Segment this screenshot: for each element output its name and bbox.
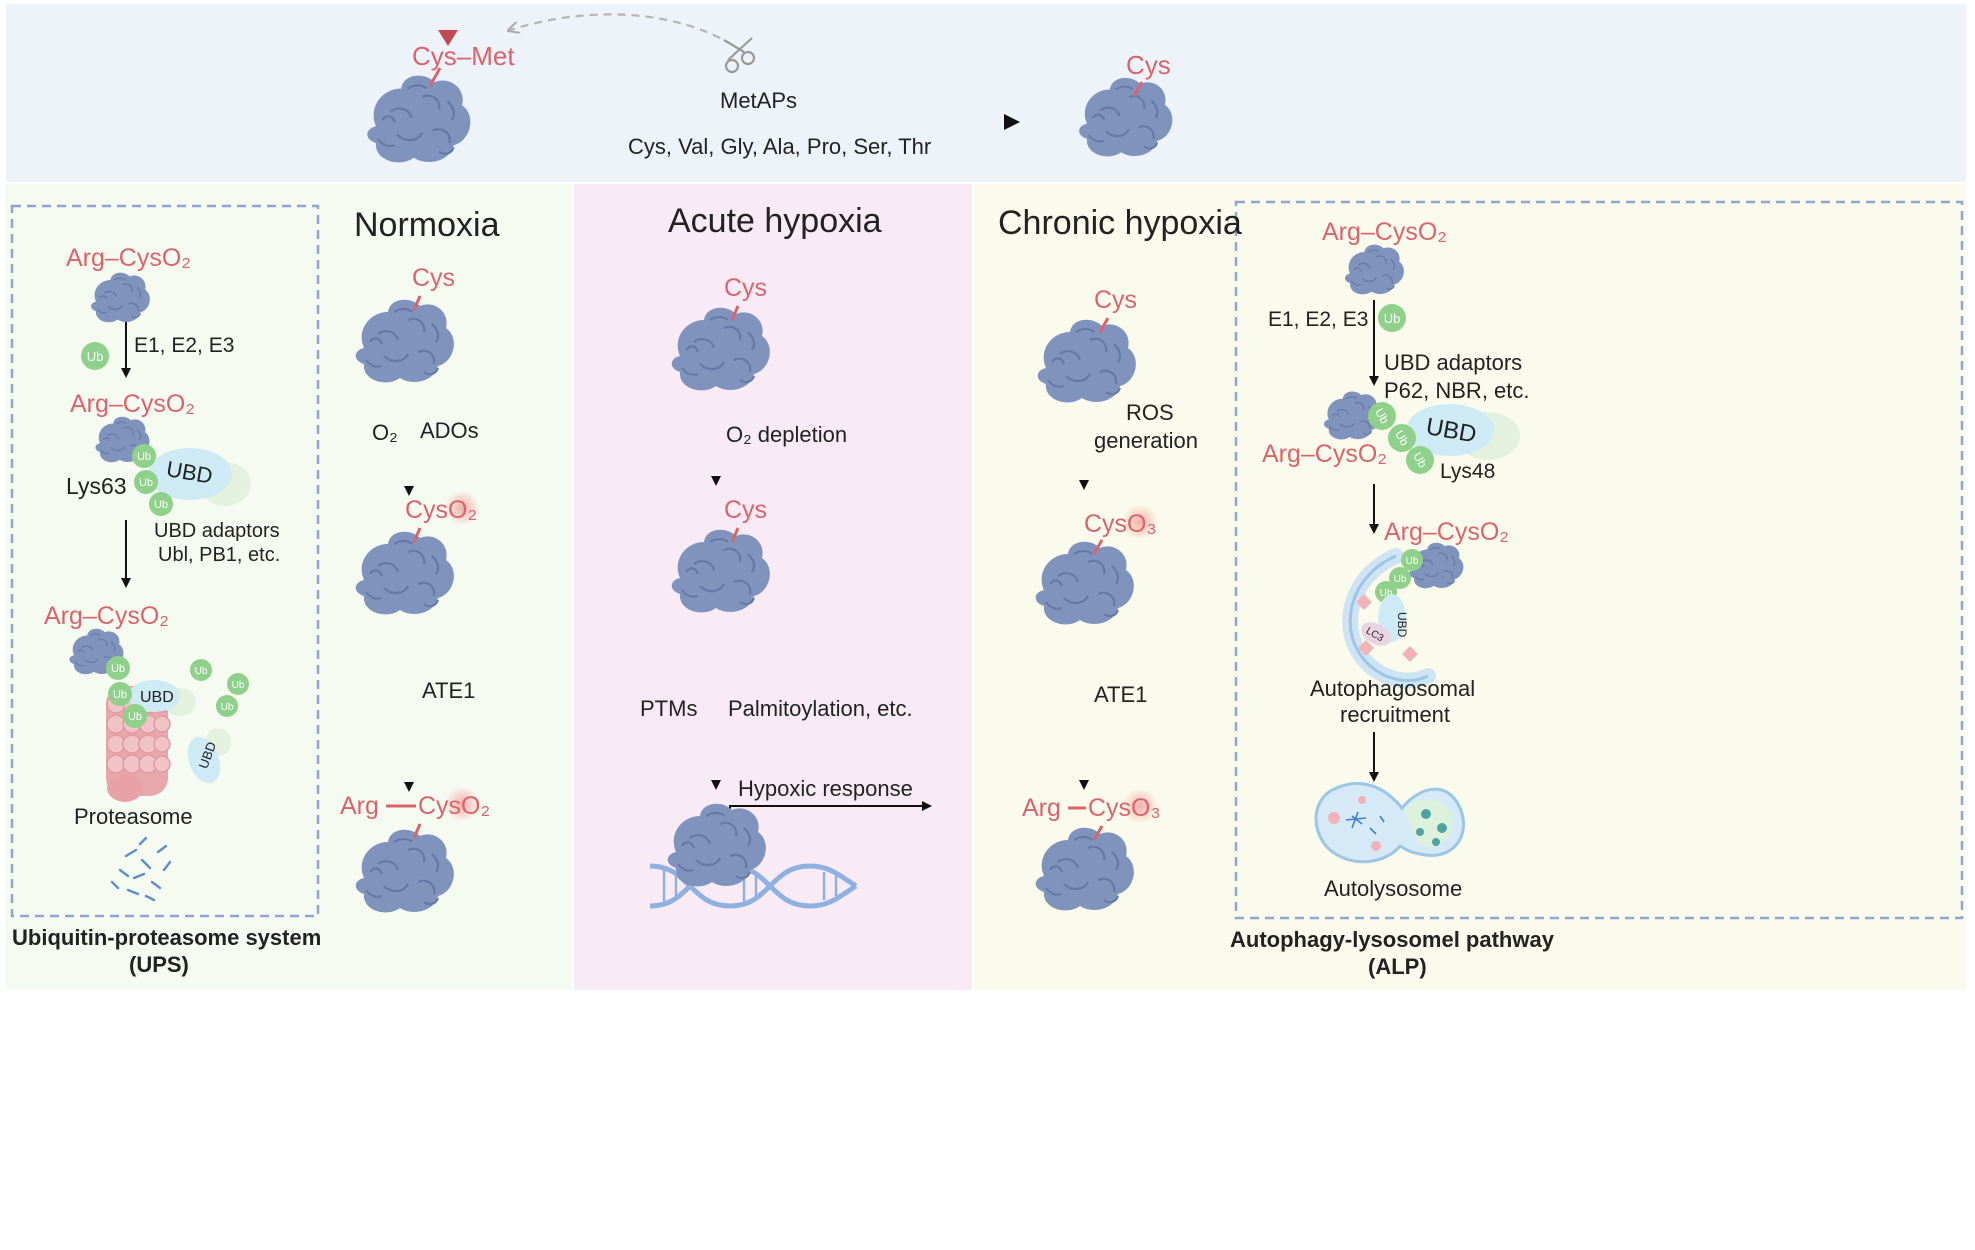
normoxia-ate1-label: ATE1	[422, 678, 475, 703]
acute-panel-bg	[574, 184, 972, 990]
svg-text:Ub: Ub	[221, 702, 234, 713]
svg-text:Ub: Ub	[1394, 574, 1407, 585]
ups-ub-chain: Ub Ub Ub	[132, 444, 173, 516]
chronic-ros-2: generation	[1094, 428, 1198, 453]
top-cys-label: Cys	[1126, 50, 1171, 80]
ups-adaptors-2: Ubl, PB1, etc.	[158, 544, 280, 566]
alp-ubd-shape	[1406, 404, 1494, 456]
ups-ubd-shape	[148, 448, 232, 500]
normoxia-cyso2: CysO₂	[405, 496, 477, 524]
proteasome-label: Proteasome	[74, 804, 193, 829]
ups-dashed-box	[10, 204, 320, 918]
alp-enzymes-label: E1, E2, E3	[1268, 308, 1368, 331]
ups-enzymes-label: E1, E2, E3	[134, 334, 234, 357]
ub-icon: Ub	[81, 342, 109, 370]
chronic-ate1-label: ATE1	[1094, 682, 1147, 707]
alp-dashed-box	[1234, 200, 1964, 920]
metaps-label: MetAPs	[720, 88, 797, 113]
svg-text:Ub: Ub	[1384, 311, 1401, 326]
chronic-arg-cys: CysO₃	[1088, 794, 1161, 822]
lys48-label: Lys48	[1440, 460, 1495, 483]
svg-text:Ub: Ub	[137, 451, 151, 463]
normoxia-title: Normoxia	[354, 206, 500, 244]
svg-text:Ub: Ub	[87, 349, 104, 364]
svg-text:Ub: Ub	[1406, 556, 1419, 567]
acute-cys-2: Cys	[724, 496, 767, 524]
chronic-cys: Cys	[1094, 286, 1137, 314]
acute-ptms-label: PTMs	[640, 696, 697, 721]
acute-cys-1: Cys	[724, 274, 767, 302]
scissors-icon	[723, 37, 756, 74]
alp-adaptors-2: P62, NBR, etc.	[1384, 378, 1530, 403]
free-ubd-shape: UBD	[187, 728, 231, 784]
autophagosome-icon	[1342, 548, 1436, 689]
svg-text:Ub: Ub	[139, 477, 153, 489]
alp-label-1: Arg–CysO₂	[1322, 218, 1447, 246]
svg-text:Ub: Ub	[232, 680, 245, 691]
proteasome-ub-chain: Ub Ub Ub	[106, 656, 147, 728]
chronic-cyso3: CysO₃	[1084, 510, 1157, 538]
normoxia-cys: Cys	[412, 264, 455, 292]
autolysosome-icon	[1314, 782, 1466, 864]
acute-palm-label: Palmitoylation, etc.	[728, 696, 913, 721]
cleavage-dashed-arrow	[510, 13, 721, 39]
alp-recruit-2: recruitment	[1340, 702, 1450, 727]
ups-title-2: (UPS)	[129, 952, 189, 977]
top-uncleaved-protein	[366, 67, 472, 164]
alp-autophagosome-ubd-label: UBD	[1395, 612, 1409, 638]
alp-label-2: Arg–CysO₂	[1262, 440, 1387, 468]
proteasome-icon	[106, 686, 171, 802]
alp-title-1: Autophagy-lysosomel pathway	[1230, 927, 1555, 952]
alp-adaptors-1: UBD adaptors	[1384, 350, 1522, 375]
chronic-arg: Arg	[1022, 794, 1061, 822]
alp-label-3: Arg–CysO₂	[1384, 518, 1509, 546]
svg-text:Ub: Ub	[128, 711, 142, 723]
top-cys-met-label: Cys–Met	[412, 41, 515, 71]
alp-ub-chain: Ub Ub Ub	[1368, 402, 1434, 474]
ups-adaptors-1: UBD adaptors	[154, 520, 280, 542]
svg-text:Ub: Ub	[1410, 450, 1430, 471]
svg-text:Ub: Ub	[1372, 406, 1392, 427]
svg-text:Ub: Ub	[111, 663, 125, 675]
proteasome-ubd-shape	[128, 680, 180, 712]
chronic-panel-bg	[974, 184, 1966, 990]
free-ub-cluster: Ub Ub Ub	[190, 659, 249, 717]
alp-autophagosome-ub-chain: Ub Ub Ub	[1375, 549, 1423, 603]
normoxia-arg: Arg	[340, 792, 379, 820]
svg-text:Ub: Ub	[1380, 588, 1393, 599]
cleavage-site-marker	[438, 30, 458, 46]
svg-text:Ub: Ub	[195, 666, 208, 677]
proteasome-ubd-label: UBD	[140, 689, 174, 706]
chronic-ros-1: ROS	[1126, 400, 1174, 425]
lys63-label: Lys63	[66, 473, 127, 499]
chronic-title: Chronic hypoxia	[998, 204, 1242, 242]
alp-ub-icon: Ub	[1378, 304, 1406, 332]
svg-text:Ub: Ub	[113, 689, 127, 701]
top-cleaved-protein	[1078, 76, 1174, 158]
top-panel-bg	[6, 4, 1966, 182]
ups-label-2: Arg–CysO₂	[70, 390, 195, 418]
acute-title: Acute hypoxia	[668, 202, 882, 240]
ups-title-1: Ubiquitin-proteasome system	[12, 925, 321, 950]
svg-text:Ub: Ub	[154, 499, 168, 511]
normoxia-o2-label: O₂	[372, 420, 398, 445]
normoxia-ados-label: ADOs	[420, 418, 479, 443]
hypoxic-response-label: Hypoxic response	[738, 776, 913, 801]
alp-title-2: (ALP)	[1368, 954, 1427, 979]
ups-label-1: Arg–CysO₂	[66, 244, 191, 272]
peptide-fragments	[110, 836, 172, 902]
residues-label: Cys, Val, Gly, Ala, Pro, Ser, Thr	[628, 134, 931, 159]
normoxia-arg-cys: CysO₂	[418, 792, 490, 820]
dna-helix-icon	[649, 863, 858, 909]
alp-recruit-1: Autophagosomal	[1310, 676, 1475, 701]
normoxia-panel-bg	[6, 184, 572, 990]
autolysosome-label: Autolysosome	[1324, 876, 1462, 901]
acute-step-1: O₂ depletion	[726, 422, 847, 447]
ups-label-3: Arg–CysO₂	[44, 602, 169, 630]
svg-text:Ub: Ub	[1392, 428, 1412, 449]
lc3-shape	[1361, 622, 1391, 646]
